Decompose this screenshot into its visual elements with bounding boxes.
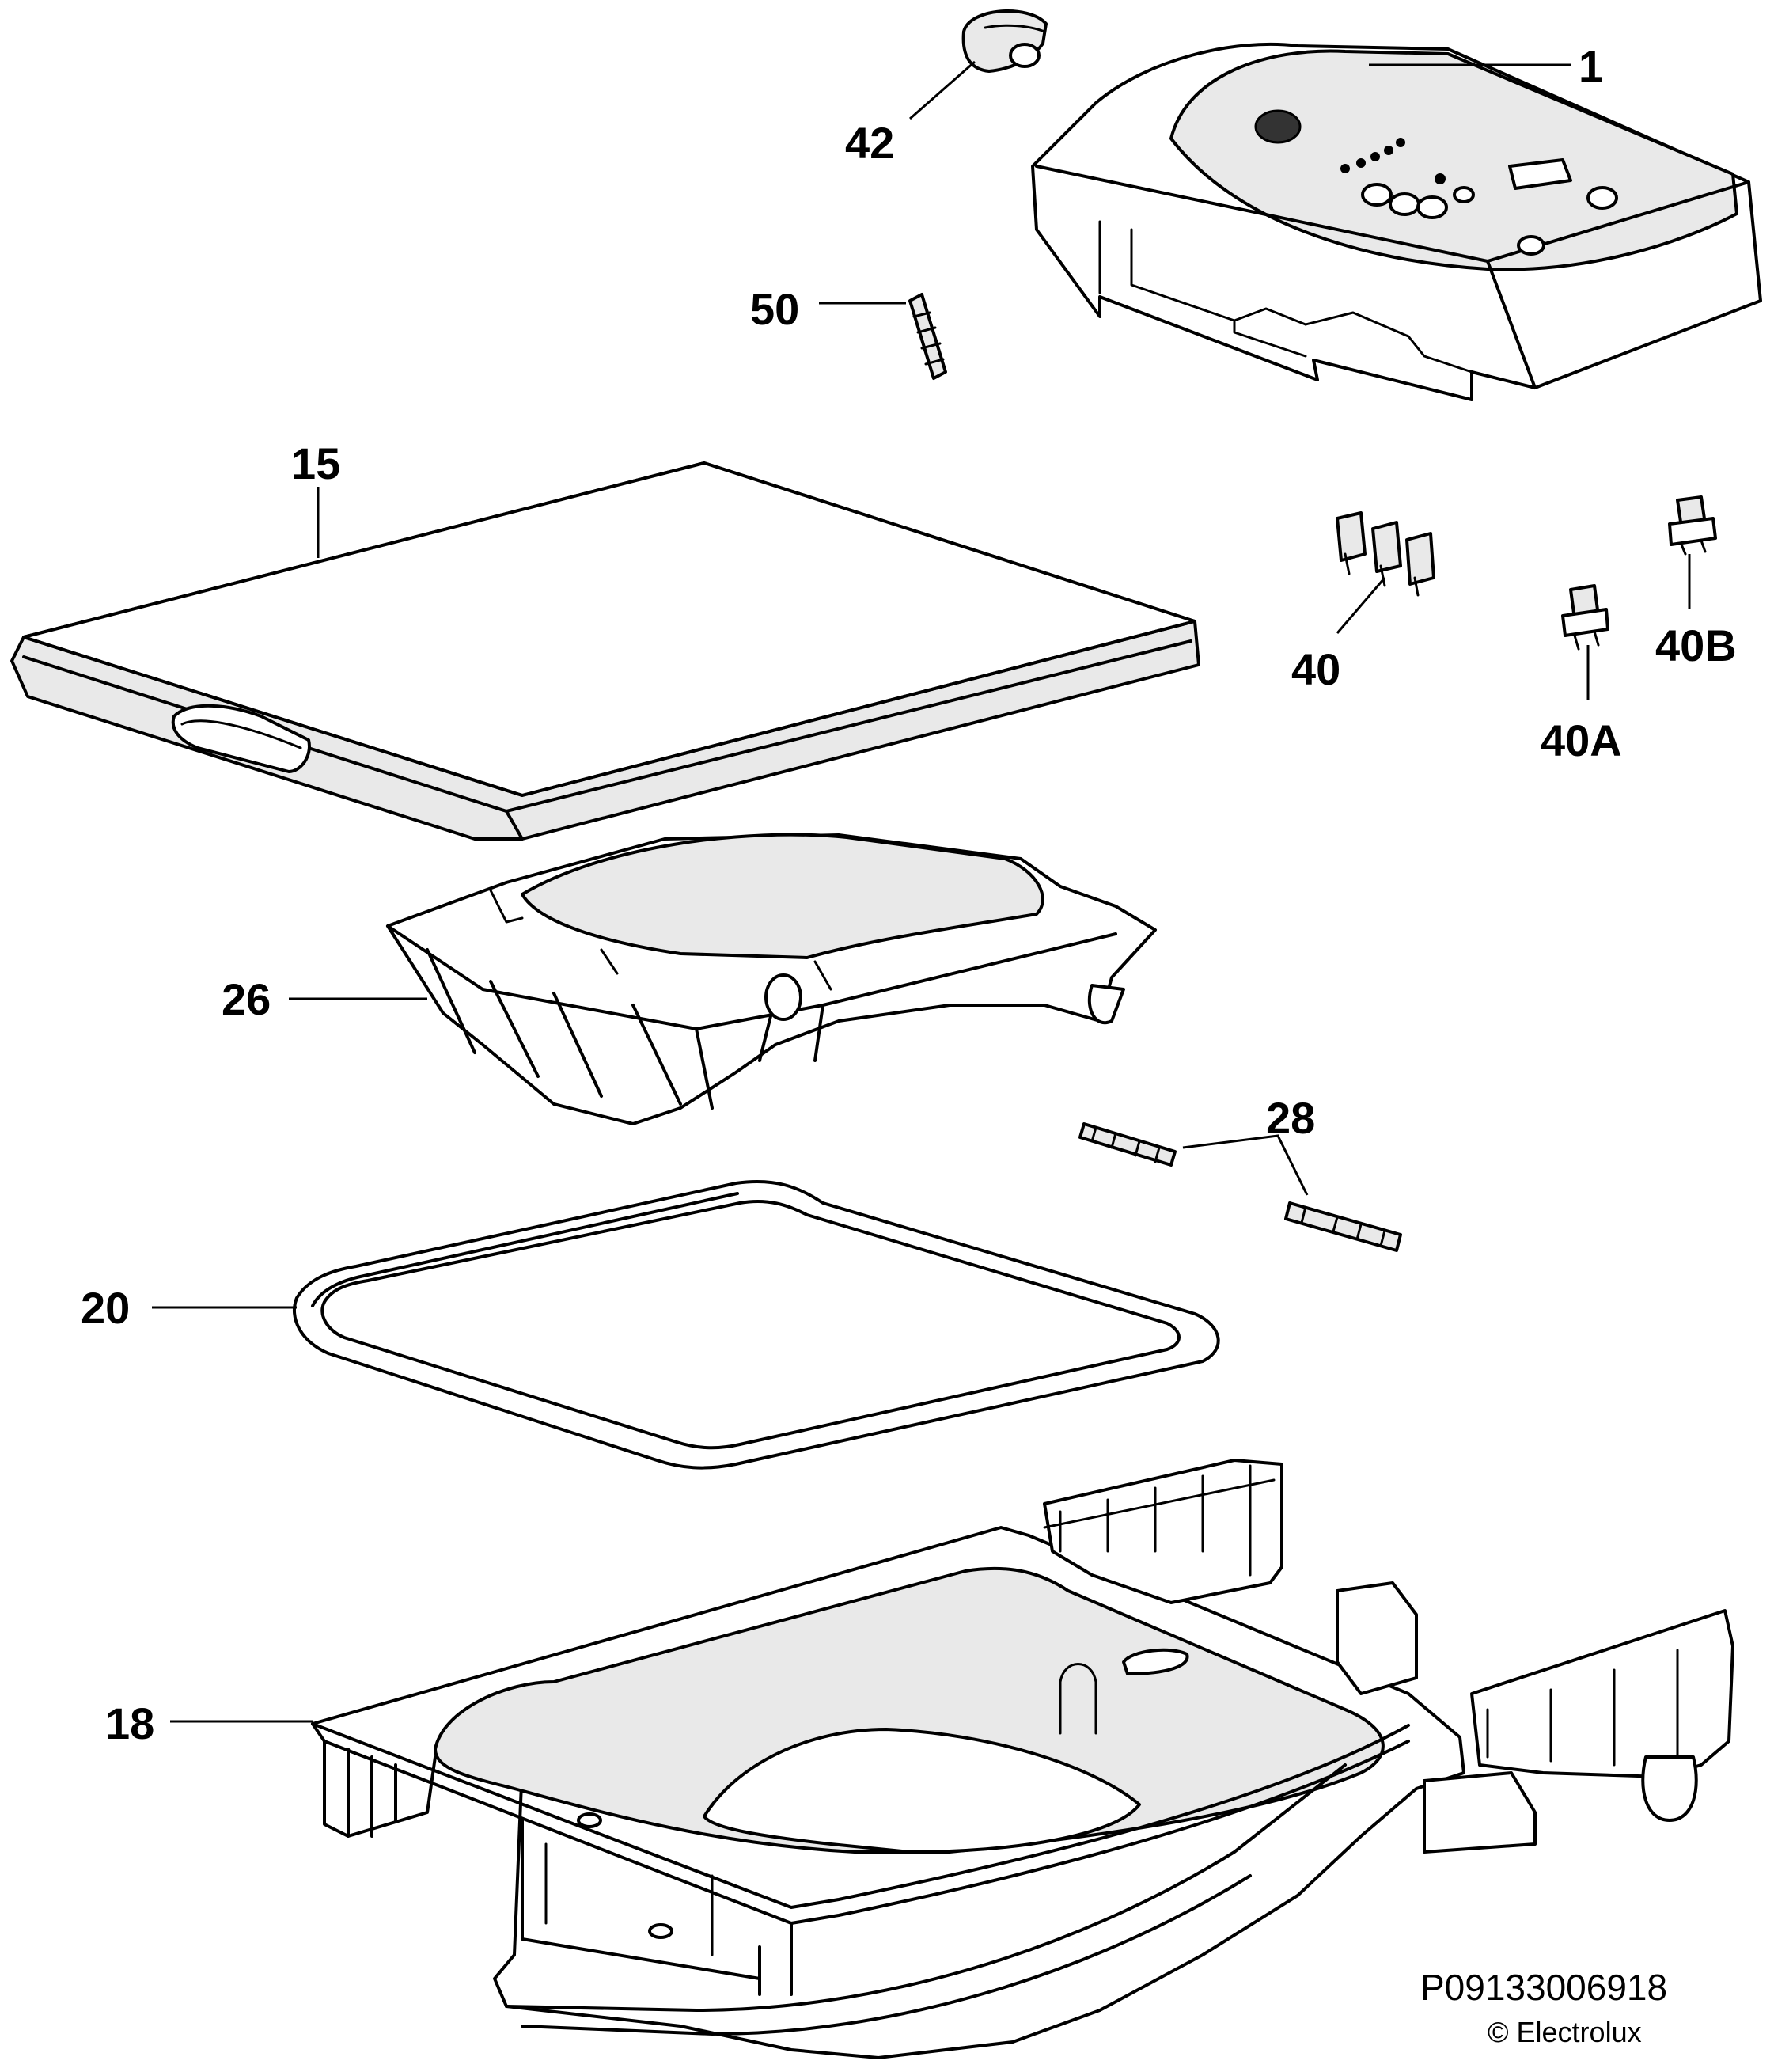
label-28: 28: [1266, 1093, 1315, 1143]
leader-40: [1336, 577, 1386, 634]
label-40b: 40B: [1655, 620, 1737, 670]
part-15-lid: [10, 461, 1200, 841]
leader-42: [909, 60, 976, 120]
label-40a: 40A: [1541, 715, 1622, 765]
label-20: 20: [81, 1283, 130, 1333]
label-42: 42: [845, 118, 894, 168]
part-1-control-panel: [1031, 42, 1762, 401]
part-42-knob: [909, 9, 1048, 120]
part-40b-switch: [1668, 495, 1717, 609]
label-18: 18: [105, 1698, 154, 1748]
label-1: 1: [1579, 41, 1603, 91]
label-26: 26: [222, 974, 271, 1024]
part-26-inner-frame: [289, 833, 1157, 1125]
part-18-top-frame: [170, 1459, 1734, 2059]
label-50: 50: [750, 284, 799, 334]
part-40-switch-block: [1336, 511, 1435, 634]
part-20-gasket: [152, 1180, 1220, 1470]
label-15: 15: [291, 438, 340, 488]
part-50-clip: [819, 293, 947, 380]
leader-28: [1182, 1134, 1309, 1196]
diagram-code: P09133006918: [1420, 1967, 1667, 2008]
copyright: © Electrolux: [1488, 2016, 1642, 2048]
part-40a-switch: [1561, 584, 1609, 700]
part-28-pins: [1078, 1122, 1402, 1252]
label-40: 40: [1291, 644, 1340, 694]
